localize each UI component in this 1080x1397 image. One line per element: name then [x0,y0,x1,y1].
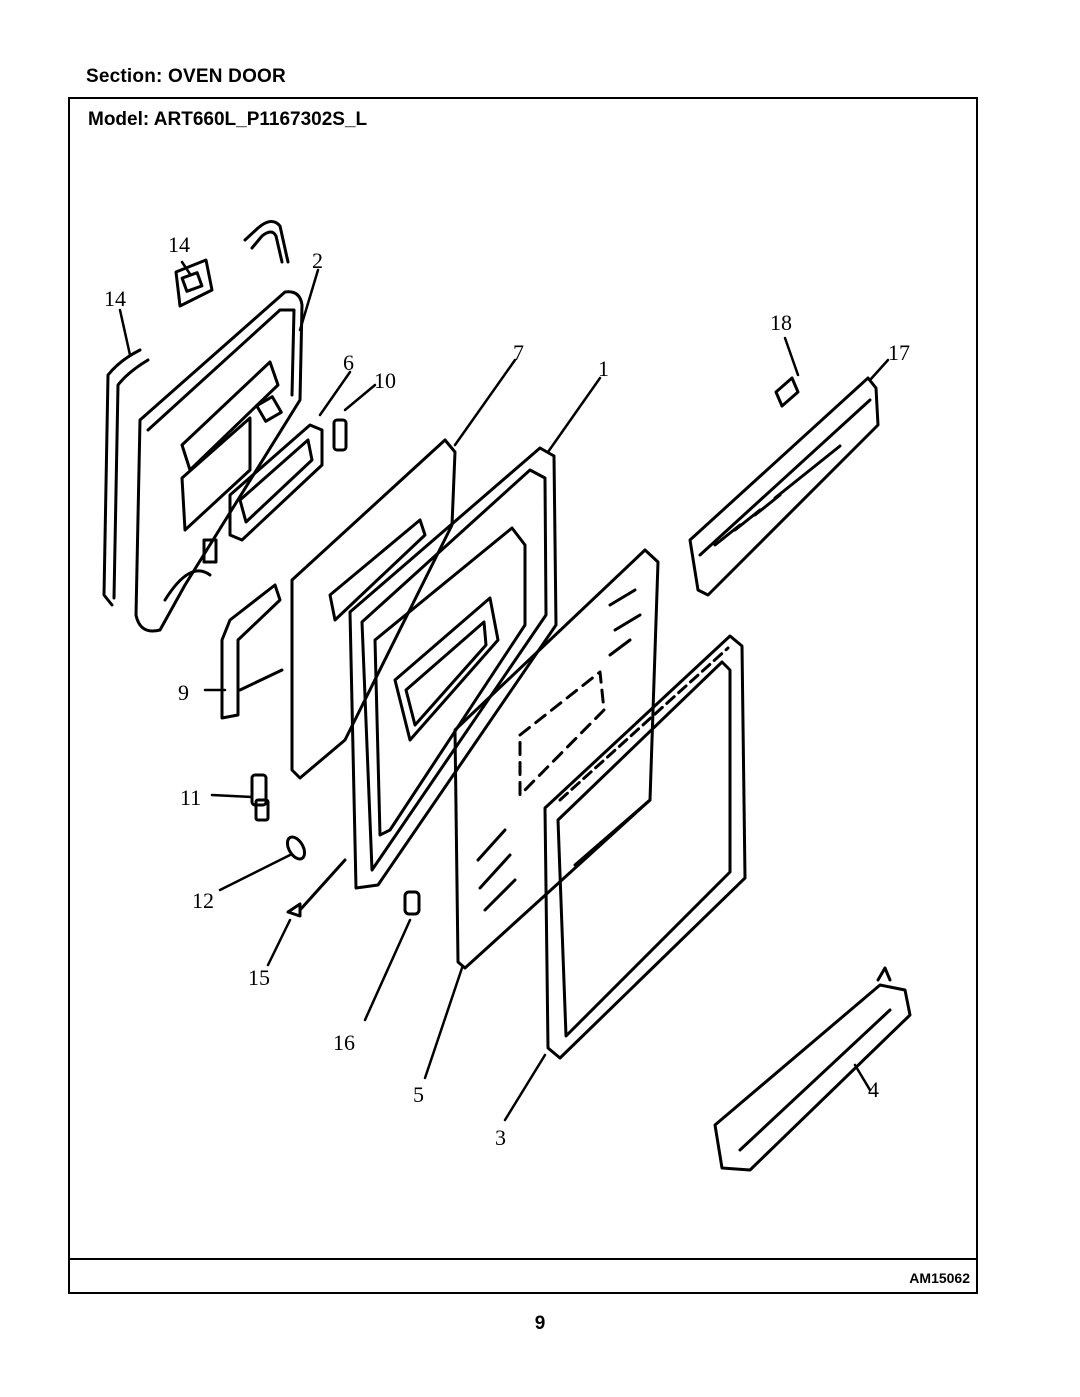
label-part-9: 9 [178,680,189,705]
part-2-hinge-hook [243,220,290,264]
label-part-2: 2 [312,248,323,273]
part-11-bracket [250,773,270,822]
part-7-insulation-panel [290,438,457,780]
part-12-roller [285,835,307,861]
section-title: Section: OVEN DOOR [86,66,286,87]
part-4-door-handle [713,966,912,1172]
label-part-15: 15 [248,965,270,990]
part-16-pad [403,890,421,916]
label-part-4: 4 [868,1077,879,1102]
label-part-10: 10 [374,368,396,393]
label-part-16: 16 [333,1030,355,1055]
reference-code: AM15062 [909,1270,970,1286]
label-part-12: 12 [192,888,214,913]
diagram-frame: Model: ART660L_P1167302S_L AM15062 [68,97,978,1294]
part-3-outer-glass-frame [543,634,747,1060]
footer-divider [70,1258,976,1260]
label-part-18: 18 [770,310,792,335]
part-13-plate [174,258,214,308]
page-number: 9 [534,1313,546,1334]
label-part-17: 17 [888,340,910,365]
label-part-6: 6 [343,350,354,375]
part-6-control-panel [228,423,324,542]
label-part-3: 3 [495,1125,506,1150]
part-18-clip [774,376,800,408]
part-labels: 14 2 14 6 10 7 1 18 17 9 11 12 15 16 5 3… [104,232,910,1150]
label-part-7: 7 [513,340,524,365]
label-part-1: 1 [598,356,609,381]
label-part-11: 11 [180,785,201,810]
part-17-vent-trim [688,376,880,597]
part-14-side-trim [102,348,150,607]
part-1-door-liner [348,446,558,890]
part-9-hinge [220,583,284,720]
part-15-screw [286,858,347,918]
part-10-clip [332,418,348,452]
outer-door-panel [134,290,304,633]
label-part-14: 14 [104,286,126,311]
leader-lines [118,260,890,1122]
model-title: Model: ART660L_P1167302S_L [88,109,368,130]
label-part-5: 5 [413,1082,424,1107]
label-part-13: 14 [168,232,190,257]
